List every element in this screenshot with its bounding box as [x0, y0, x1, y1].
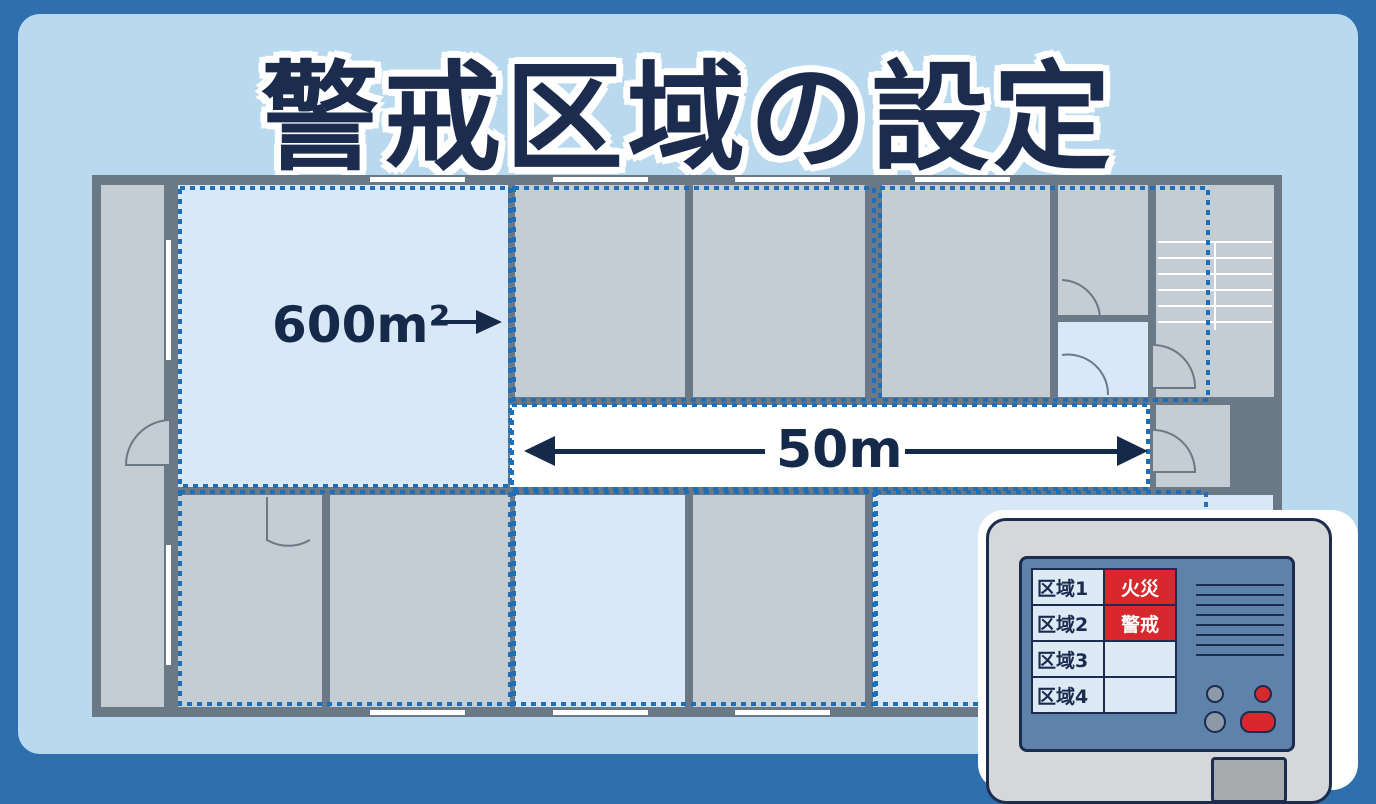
door-icons	[124, 279, 1197, 547]
room-light	[515, 495, 685, 707]
room-small	[1058, 185, 1148, 315]
zone-row: 区域2 警戒	[1031, 604, 1177, 642]
room-large-warning-zone	[178, 185, 508, 487]
zone-row: 区域1 火災	[1031, 568, 1177, 606]
panel-slot	[1211, 757, 1287, 803]
indicator-light-red	[1254, 685, 1272, 703]
corridor	[510, 405, 1150, 487]
room	[178, 495, 322, 707]
indicator-light-grey	[1206, 685, 1224, 703]
zone-row: 区域3	[1031, 640, 1177, 678]
stair-steps-icon	[1158, 241, 1272, 330]
length-label: 50m	[776, 420, 903, 480]
room	[693, 185, 865, 397]
fire-alarm-panel: 区域1 火災 区域2 警戒 区域3 区域4	[978, 510, 1358, 804]
arrow-right-icon	[432, 310, 502, 334]
page-title: 警戒区域の設定	[260, 49, 1115, 187]
grey-button[interactable]	[1204, 711, 1226, 733]
zone-name: 区域3	[1031, 640, 1105, 678]
room	[330, 495, 510, 707]
panel-screen: 区域1 火災 区域2 警戒 区域3 区域4	[1019, 556, 1295, 752]
zone-status: 火災	[1103, 568, 1177, 606]
zone-name: 区域2	[1031, 604, 1105, 642]
zone-status: 警戒	[1103, 604, 1177, 642]
room	[693, 495, 865, 707]
speaker-grille-icon	[1196, 584, 1284, 664]
red-alarm-button[interactable]	[1240, 711, 1276, 733]
area-label: 600m²	[272, 296, 451, 354]
zone-status	[1103, 640, 1177, 678]
double-arrow-icon	[524, 436, 1148, 466]
zone-name: 区域1	[1031, 568, 1105, 606]
warning-zone-borders	[178, 186, 1210, 706]
room	[882, 185, 1050, 397]
zone-row: 区域4	[1031, 676, 1177, 714]
zone-status	[1103, 676, 1177, 714]
zone-name: 区域4	[1031, 676, 1105, 714]
room	[515, 185, 685, 397]
panel-body: 区域1 火災 区域2 警戒 区域3 区域4	[986, 518, 1332, 804]
room-small-light	[1058, 322, 1148, 397]
windows	[166, 177, 1010, 715]
zone-table: 区域1 火災 区域2 警戒 区域3 区域4	[1031, 568, 1177, 714]
